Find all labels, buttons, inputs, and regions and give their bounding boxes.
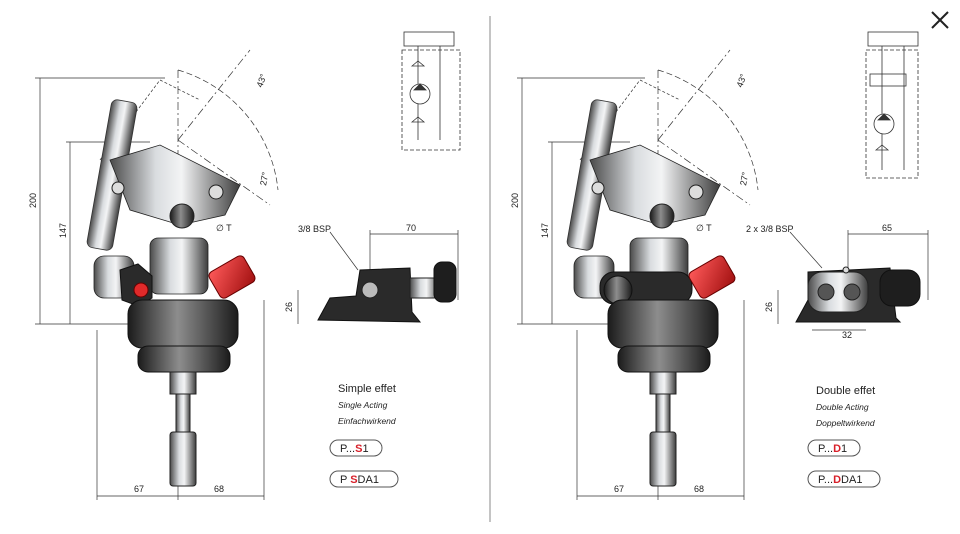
- left-dim-angle-top: 43°: [254, 72, 268, 89]
- right-dim-port-t: ∅ T: [696, 223, 712, 233]
- left-dim-port-t: ∅ T: [216, 223, 232, 233]
- close-button[interactable]: [926, 6, 954, 34]
- right-dim-height-total: 200: [510, 193, 520, 208]
- right-label-de: Doppeltwirkend: [816, 418, 875, 428]
- svg-text:P SDA1: P SDA1: [340, 474, 379, 486]
- left-label-fr: Simple effet: [338, 383, 396, 395]
- left-dim-width-right: 68: [214, 484, 224, 494]
- left-code-1: P...S1: [329, 439, 383, 457]
- close-icon: [931, 11, 949, 29]
- right-dim-angle-side: 27°: [738, 171, 750, 187]
- right-dim-width-right: 68: [694, 484, 704, 494]
- right-dim-side-width: 65: [882, 223, 892, 233]
- right-dim-angle-top: 43°: [734, 72, 748, 89]
- left-side-view: [297, 230, 459, 324]
- left-label-de: Einfachwirkend: [338, 416, 396, 426]
- left-dim-angle-side: 27°: [258, 171, 270, 187]
- left-red-knob-icon: [133, 282, 149, 298]
- right-dim-width-left: 67: [614, 484, 624, 494]
- left-dim-height-body: 147: [58, 223, 68, 238]
- right-side-view: [777, 230, 929, 331]
- svg-text:P...D1: P...D1: [818, 443, 847, 455]
- left-label-en: Single Acting: [338, 400, 388, 410]
- left-dim-width-left: 67: [134, 484, 144, 494]
- left-dim-side-width: 70: [406, 223, 416, 233]
- right-code-1: P...D1: [807, 439, 861, 457]
- right-code-2: P...DDA1: [807, 470, 881, 488]
- right-dim-port-spacing: 32: [842, 330, 852, 340]
- right-hydraulic-schematic: [865, 31, 919, 179]
- svg-text:P...S1: P...S1: [340, 443, 369, 455]
- right-pump-body: [566, 99, 736, 487]
- left-dim-side-height: 26: [284, 302, 294, 312]
- right-panel: 200 147 43° 27° ∅ T 67 68: [510, 31, 929, 500]
- left-pump-body: [86, 99, 256, 487]
- left-panel: 200 147 43° 27° ∅ T 67 68: [28, 31, 461, 500]
- svg-text:P...DDA1: P...DDA1: [818, 474, 862, 486]
- right-dim-side-height: 26: [764, 302, 774, 312]
- left-hydraulic-schematic: [401, 31, 461, 151]
- left-dim-port-bsp: 3/8 BSP: [298, 224, 331, 234]
- right-label-fr: Double effet: [816, 385, 875, 397]
- right-dim-height-body: 147: [540, 223, 550, 238]
- left-dim-height-total: 200: [28, 193, 38, 208]
- right-dim-port-bsp: 2 x 3/8 BSP: [746, 224, 794, 234]
- left-code-2: P SDA1: [329, 470, 399, 488]
- right-label-en: Double Acting: [816, 402, 869, 412]
